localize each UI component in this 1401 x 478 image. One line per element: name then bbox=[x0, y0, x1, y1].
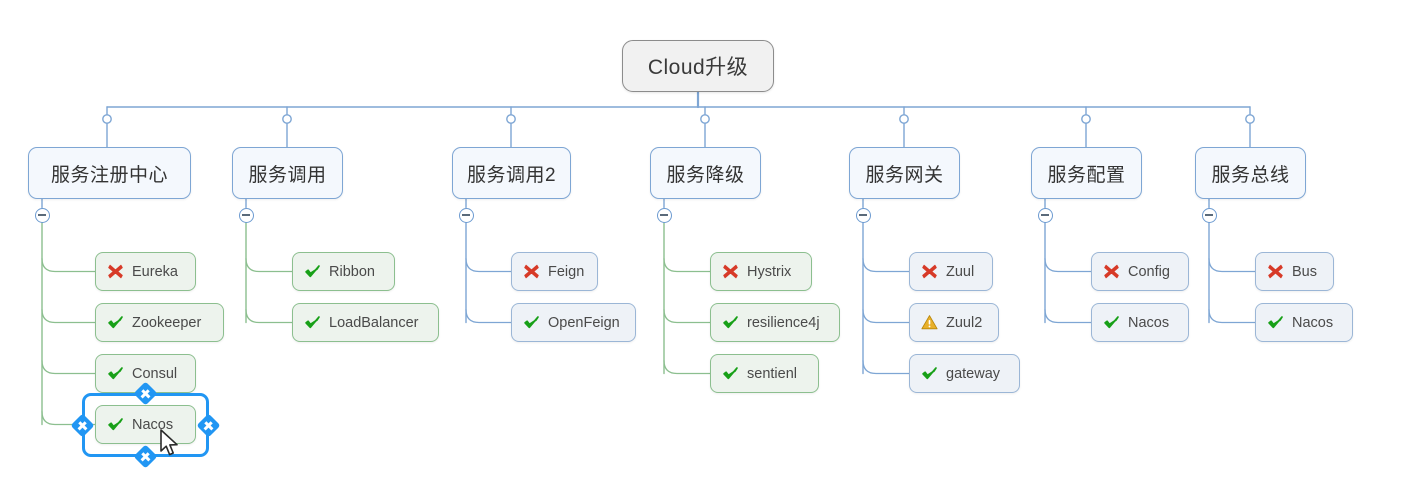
leaf-node-label: Bus bbox=[1292, 263, 1317, 280]
leaf-node[interactable]: Feign bbox=[511, 252, 598, 291]
resize-handle-left[interactable] bbox=[70, 412, 95, 438]
leaf-node[interactable]: Zuul2 bbox=[909, 303, 999, 342]
branch-node-label: 服务配置 bbox=[1047, 164, 1126, 186]
branch-node-invoke2[interactable]: 服务调用2 bbox=[452, 147, 571, 199]
check-icon bbox=[1104, 316, 1119, 329]
leaf-node[interactable]: OpenFeign bbox=[511, 303, 636, 342]
resize-handle-right[interactable] bbox=[196, 412, 221, 438]
leaf-node-label: Nacos bbox=[1128, 314, 1170, 331]
leaf-node[interactable]: Zookeeper bbox=[95, 303, 224, 342]
leaf-node-label: Zuul2 bbox=[946, 314, 983, 331]
collapse-toggle-invoke2[interactable] bbox=[458, 207, 474, 223]
cross-icon bbox=[1104, 264, 1119, 279]
collapse-toggle-bus[interactable] bbox=[1201, 207, 1217, 223]
leaf-node[interactable]: Nacos bbox=[1091, 303, 1189, 342]
collapse-toggle-config[interactable] bbox=[1037, 207, 1053, 223]
resize-handle-bottom[interactable] bbox=[133, 444, 158, 469]
leaf-node[interactable]: Nacos bbox=[95, 405, 196, 444]
branch-node-bus[interactable]: 服务总线 bbox=[1195, 147, 1306, 199]
root-node[interactable]: Cloud升级 bbox=[622, 40, 774, 92]
branch-node-label: 服务总线 bbox=[1211, 164, 1290, 186]
check-icon bbox=[305, 265, 320, 278]
leaf-node[interactable]: Config bbox=[1091, 252, 1189, 291]
leaf-node[interactable]: Nacos bbox=[1255, 303, 1353, 342]
branch-node-label: 服务降级 bbox=[666, 164, 745, 186]
check-icon bbox=[723, 316, 738, 329]
check-icon bbox=[922, 367, 937, 380]
leaf-node[interactable]: Ribbon bbox=[292, 252, 395, 291]
check-icon bbox=[305, 316, 320, 329]
leaf-node-label: resilience4j bbox=[747, 314, 820, 331]
leaf-node-label: Ribbon bbox=[329, 263, 375, 280]
leaf-node[interactable]: resilience4j bbox=[710, 303, 840, 342]
leaf-node-label: Feign bbox=[548, 263, 585, 280]
leaf-node[interactable]: Eureka bbox=[95, 252, 196, 291]
leaf-node-label: sentienl bbox=[747, 365, 797, 382]
check-icon bbox=[108, 367, 123, 380]
root-node-label: Cloud升级 bbox=[647, 56, 749, 79]
branch-node-label: 服务调用2 bbox=[466, 164, 557, 186]
check-icon bbox=[723, 367, 738, 380]
collapse-toggle-registry[interactable] bbox=[34, 207, 50, 223]
leaf-node-label: Nacos bbox=[132, 416, 174, 433]
cross-icon bbox=[108, 264, 123, 279]
collapse-toggle-gateway[interactable] bbox=[855, 207, 871, 223]
leaf-node[interactable]: Zuul bbox=[909, 252, 993, 291]
leaf-node[interactable]: gateway bbox=[909, 354, 1020, 393]
leaf-node-label: LoadBalancer bbox=[329, 314, 419, 331]
check-icon bbox=[108, 418, 123, 431]
leaf-node-label: OpenFeign bbox=[548, 314, 620, 331]
collapse-toggle-invoke[interactable] bbox=[238, 207, 254, 223]
leaf-node[interactable]: sentienl bbox=[710, 354, 819, 393]
leaf-node[interactable]: Hystrix bbox=[710, 252, 812, 291]
branch-node-label: 服务注册中心 bbox=[50, 164, 168, 186]
branch-node-label: 服务调用 bbox=[248, 164, 327, 186]
leaf-node-label: Zookeeper bbox=[132, 314, 202, 331]
warning-icon bbox=[921, 315, 938, 330]
leaf-node-label: Nacos bbox=[1292, 314, 1334, 331]
leaf-node-label: Hystrix bbox=[747, 263, 792, 280]
check-icon bbox=[108, 316, 123, 329]
check-icon bbox=[524, 316, 539, 329]
leaf-node-label: gateway bbox=[946, 365, 1001, 382]
leaf-node-label: Config bbox=[1128, 263, 1170, 280]
leaf-node-label: Eureka bbox=[132, 263, 178, 280]
cross-icon bbox=[1268, 264, 1283, 279]
check-icon bbox=[1268, 316, 1283, 329]
cross-icon bbox=[524, 264, 539, 279]
branch-node-registry[interactable]: 服务注册中心 bbox=[28, 147, 191, 199]
leaf-node-label: Consul bbox=[132, 365, 178, 382]
branch-node-config[interactable]: 服务配置 bbox=[1031, 147, 1142, 199]
collapse-toggle-degrade[interactable] bbox=[656, 207, 672, 223]
branch-node-degrade[interactable]: 服务降级 bbox=[650, 147, 761, 199]
cross-icon bbox=[922, 264, 937, 279]
branch-node-invoke[interactable]: 服务调用 bbox=[232, 147, 343, 199]
branch-node-label: 服务网关 bbox=[865, 164, 944, 186]
branch-node-gateway[interactable]: 服务网关 bbox=[849, 147, 960, 199]
leaf-node[interactable]: Bus bbox=[1255, 252, 1334, 291]
leaf-node[interactable]: LoadBalancer bbox=[292, 303, 439, 342]
cross-icon bbox=[723, 264, 738, 279]
leaf-node-label: Zuul bbox=[946, 263, 975, 280]
leaf-node[interactable]: Consul bbox=[95, 354, 196, 393]
